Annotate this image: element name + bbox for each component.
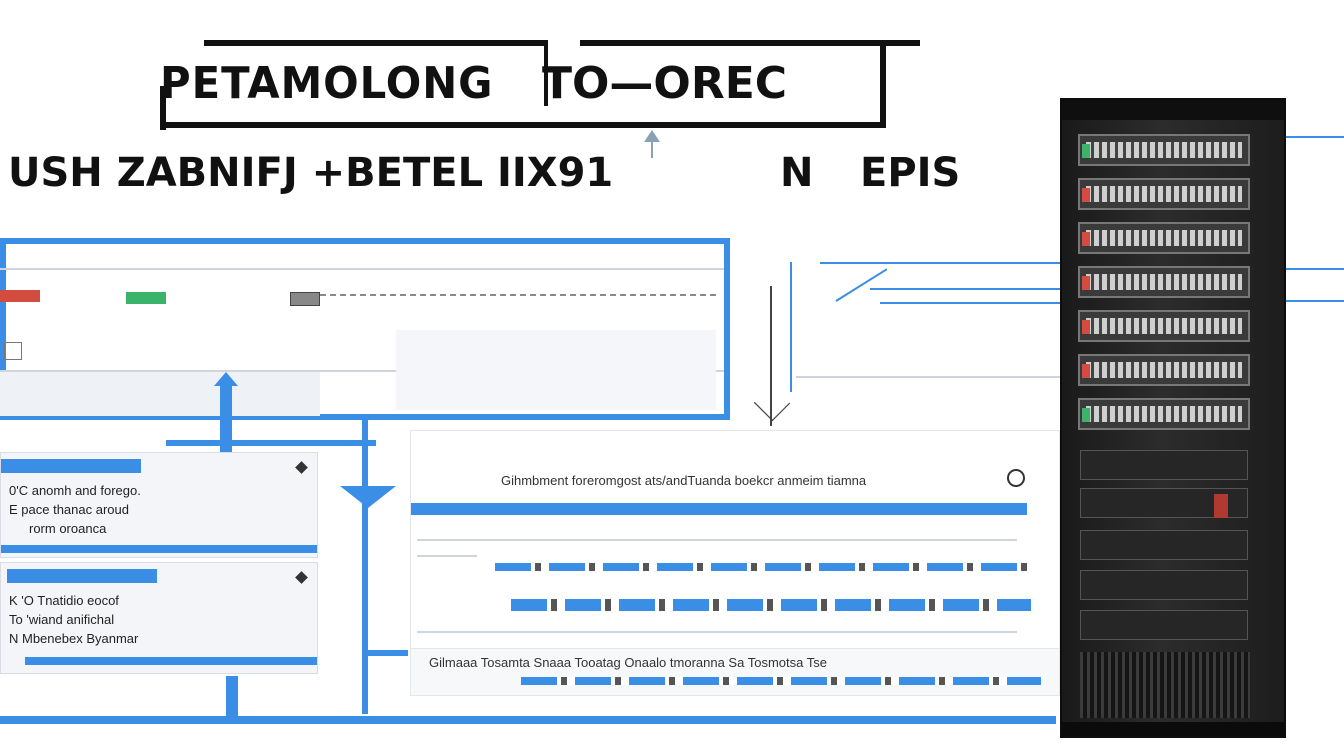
- center-panel-caption: Gihmbment foreromgost ats/andTuanda boek…: [501, 473, 867, 488]
- center-panel-top-bar: [411, 503, 1027, 515]
- rack-vent: [1080, 652, 1250, 718]
- rack-link-line-2: [870, 288, 1060, 290]
- left-card-1-line-3: rorm oroanca: [29, 521, 107, 536]
- right-edge-line-3: [1262, 300, 1344, 302]
- left-card-1-line-2: E pace thanac aroud: [9, 502, 129, 517]
- connector-arrow-up-icon: [214, 372, 238, 386]
- connector-horizontal-mid: [166, 440, 376, 446]
- rack-link-diagonal: [835, 268, 888, 302]
- up-arrow-stem: [651, 140, 653, 158]
- top-window-toolbar-line: [0, 268, 724, 270]
- rack-drawer-5: [1080, 610, 1248, 640]
- subtitle-left: USH ZABNIFJ +BETEL IIX91: [8, 150, 614, 196]
- left-card-2-header: [7, 569, 157, 583]
- left-card-2-line-3: N Mbenebex Byanmar: [9, 631, 139, 646]
- title-frame-bottom: [160, 122, 886, 128]
- top-window-red-tag: [0, 290, 40, 302]
- server-rack: [1060, 98, 1286, 738]
- top-window-small-box: [4, 342, 22, 360]
- rack-unit-3: [1078, 222, 1250, 254]
- left-card-1: 0'C anomh and forego. E pace thanac arou…: [0, 452, 318, 558]
- center-panel-blue-row: [495, 563, 1035, 571]
- top-window-dash-line: [320, 294, 720, 296]
- rack-unit-1: [1078, 134, 1250, 166]
- rack-top-cap: [1062, 100, 1284, 120]
- title-frame-right: [880, 46, 886, 124]
- page-title: PETAMOLONG: [160, 58, 494, 109]
- subtitle-mid: N: [780, 150, 814, 196]
- left-card-2-footer: [25, 657, 317, 665]
- rack-unit-7: [1078, 398, 1250, 430]
- top-window-side-panel: [0, 372, 320, 416]
- rack-base: [1062, 722, 1284, 736]
- center-panel: Gihmbment foreromgost ats/andTuanda boek…: [410, 430, 1060, 652]
- title-frame-left: [160, 86, 166, 130]
- top-window-row-line-1: [0, 370, 724, 372]
- rack-link-horizontal-low: [796, 376, 1060, 378]
- rack-red-indicator: [1214, 494, 1228, 518]
- bottom-row-bar: [521, 677, 1041, 685]
- left-card-2-menu-icon[interactable]: [295, 571, 308, 584]
- connector-bottom-left: [226, 676, 238, 722]
- right-edge-line-2: [1262, 268, 1344, 270]
- rack-unit-4: [1078, 266, 1250, 298]
- rack-link-line-3: [880, 302, 1060, 304]
- left-card-1-footer: [1, 545, 317, 553]
- right-edge-line-1: [1262, 136, 1344, 138]
- title-frame-top: [204, 40, 548, 46]
- connector-arrow-down-icon: [340, 486, 396, 508]
- left-card-2-line-2: To 'wiand anifichal: [9, 612, 115, 627]
- rack-unit-6: [1078, 354, 1250, 386]
- rack-drawer-4: [1080, 570, 1248, 600]
- left-card-2: K 'O Tnatidio eocof To 'wiand anifichal …: [0, 562, 318, 674]
- rack-unit-5: [1078, 310, 1250, 342]
- rack-link-line-1: [820, 262, 1060, 264]
- center-panel-button-row: [511, 599, 1031, 611]
- center-panel-row-3: [417, 631, 1017, 633]
- top-window-inner-panel: [396, 330, 716, 410]
- title-frame-top-right: [580, 40, 920, 46]
- center-panel-help-icon[interactable]: [1007, 469, 1025, 487]
- left-card-1-line-1: 0'C anomh and forego.: [9, 483, 141, 498]
- left-card-1-header: [1, 459, 141, 473]
- left-card-2-line-1: K 'O Tnatidio eocof: [9, 593, 119, 608]
- center-panel-row-2: [417, 555, 477, 557]
- top-window-green-tag: [126, 292, 166, 304]
- rack-unit-2: [1078, 178, 1250, 210]
- rack-link-gray-vertical: [770, 286, 772, 426]
- title-frame-divider: [544, 46, 548, 106]
- rack-down-arrow-icon: [753, 384, 791, 422]
- connector-low-right-arrow: [368, 650, 408, 656]
- connector-vertical-center: [362, 414, 368, 714]
- rack-drawer-1: [1080, 450, 1248, 480]
- left-card-1-menu-icon[interactable]: [295, 461, 308, 474]
- bottom-row-caption: Gilmaaa Tosamta Snaaa Tooatag Onaalo tmo…: [429, 655, 827, 670]
- subtitle-right: EPIS: [860, 150, 961, 196]
- rack-drawer-3: [1080, 530, 1248, 560]
- connector-bottom-horizontal: [0, 716, 1056, 724]
- center-panel-row-1: [417, 539, 1017, 541]
- top-window-status-box: [290, 292, 320, 306]
- rack-link-vertical: [790, 262, 792, 392]
- up-arrow-icon: [644, 130, 660, 142]
- page-title-right: TO—ORЕС: [542, 58, 788, 109]
- bottom-row-panel: Gilmaaa Tosamta Snaaa Tooatag Onaalo tmo…: [410, 648, 1060, 696]
